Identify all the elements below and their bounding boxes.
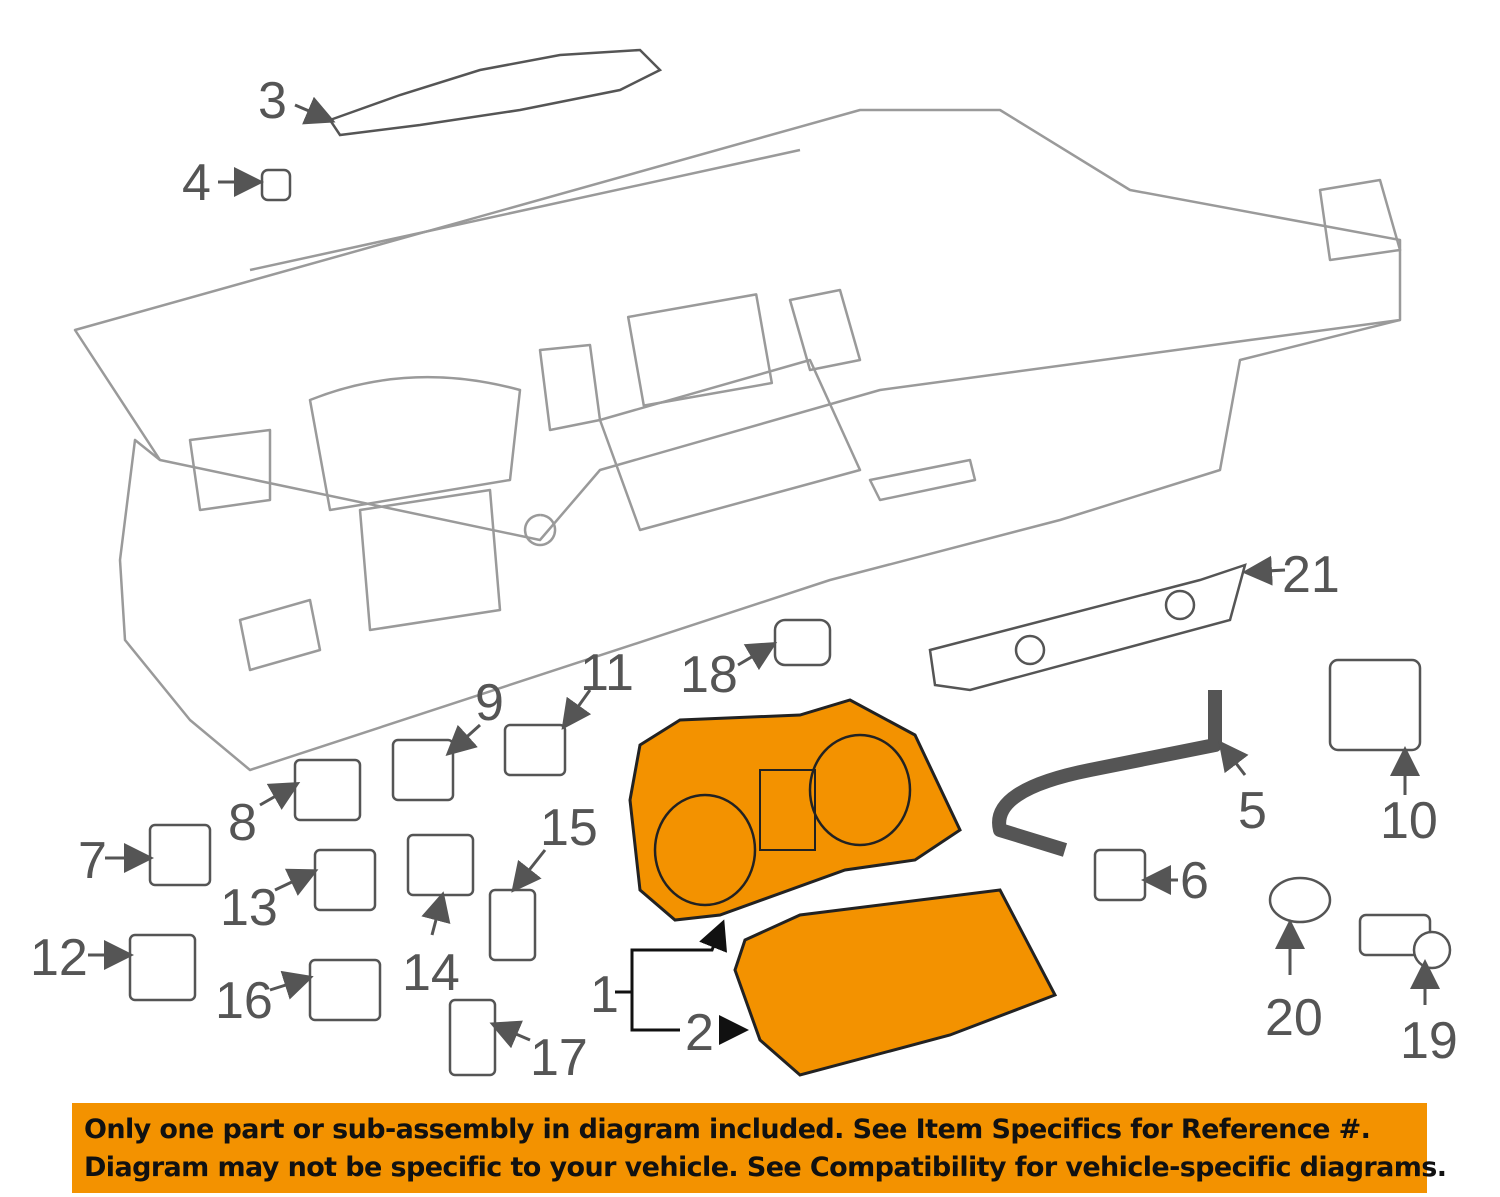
parts-diagram: 3 4 21 18 11 9 8 15 7 13 14 12 16 17 1 2… xyxy=(30,48,1458,1087)
part-4-clip xyxy=(260,168,292,202)
part-1-instrument-cluster xyxy=(628,698,962,922)
part-6-clip xyxy=(1093,848,1147,902)
part-13-switch xyxy=(313,848,377,912)
leader-lines xyxy=(88,96,1440,1049)
callout-20: 20 xyxy=(1265,989,1323,1047)
callout-2: 2 xyxy=(685,1004,714,1062)
part-8-switch xyxy=(293,758,362,822)
callout-4: 4 xyxy=(182,154,211,212)
part-7-switch xyxy=(148,823,212,887)
callout-9: 9 xyxy=(475,674,504,732)
part-11-switch xyxy=(503,723,567,777)
disclaimer-line-1: Only one part or sub-assembly in diagram… xyxy=(84,1114,1371,1145)
callout-13: 13 xyxy=(220,879,278,937)
callout-3: 3 xyxy=(258,72,287,130)
part-18-switch xyxy=(773,618,832,667)
callout-19: 19 xyxy=(1400,1012,1458,1070)
callout-14: 14 xyxy=(402,944,460,1002)
callout-6: 6 xyxy=(1180,852,1209,910)
part-10-socket xyxy=(1328,658,1422,752)
part-3-bracket xyxy=(328,48,663,137)
part-21-control-panel xyxy=(928,563,1247,692)
callout-5: 5 xyxy=(1238,782,1267,840)
part-14-switch xyxy=(406,833,475,897)
part-20-ring xyxy=(1268,876,1332,924)
dashboard-outline xyxy=(73,108,1402,772)
part-17-switch xyxy=(448,998,497,1077)
callout-10: 10 xyxy=(1380,792,1438,850)
callout-1: 1 xyxy=(590,966,619,1024)
callout-21: 21 xyxy=(1282,546,1340,604)
disclaimer-line-2: Diagram may not be specific to your vehi… xyxy=(84,1152,1447,1183)
disclaimer-banner: Only one part or sub-assembly in diagram… xyxy=(72,1103,1447,1193)
part-2-cluster-lens xyxy=(733,888,1058,1077)
part-15-switch xyxy=(488,888,537,962)
callouts: 3 4 21 18 11 9 8 15 7 13 14 12 16 17 1 2… xyxy=(30,72,1458,1087)
callout-7: 7 xyxy=(78,832,107,890)
callout-16: 16 xyxy=(215,972,273,1030)
part-12-switch xyxy=(128,933,197,1002)
callout-8: 8 xyxy=(228,794,257,852)
part-5-tube xyxy=(992,690,1222,857)
part-9-switch xyxy=(391,738,455,802)
callout-15: 15 xyxy=(540,799,598,857)
callout-18: 18 xyxy=(680,646,738,704)
callout-11: 11 xyxy=(580,644,634,702)
callout-17: 17 xyxy=(530,1029,588,1087)
part-16-switch xyxy=(308,958,382,1022)
callout-12: 12 xyxy=(30,929,88,987)
part-19-lighter xyxy=(1358,913,1452,970)
